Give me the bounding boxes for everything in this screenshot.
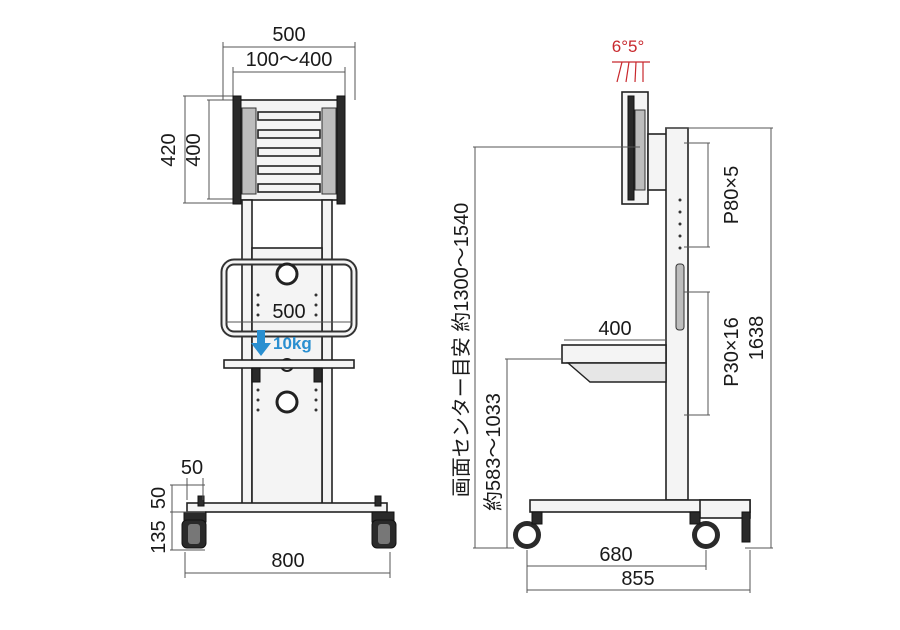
shelf-width-label: 500 — [272, 301, 305, 323]
load-label: 10kg — [273, 334, 312, 353]
mount-height-outer-label: 420 — [158, 133, 180, 166]
caster-side-lower-label: 135 — [148, 520, 170, 553]
left-caster — [181, 511, 207, 549]
right-caster — [371, 511, 397, 549]
shelf-depth-label: 400 — [598, 318, 631, 340]
screen-center-label: 画面センター目安 約1300～1540 — [450, 203, 473, 498]
mount-height-inner-label: 400 — [183, 133, 205, 166]
rear-caster — [689, 511, 720, 549]
overall-height-label: 1638 — [746, 316, 768, 361]
wheelbase-label: 680 — [599, 544, 632, 566]
front-view: 500 100～400 420 400 500 10kg 50 50 135 8… — [148, 24, 397, 578]
caster-top-label: 50 — [181, 457, 203, 479]
front-caster — [513, 511, 543, 549]
base-depth-label: 855 — [621, 568, 654, 590]
shelf-height-label: 約583～1033 — [482, 393, 505, 511]
pitch-top-label: P80×5 — [721, 166, 743, 224]
base-width-label: 800 — [271, 550, 304, 572]
caster-side-upper-label: 50 — [148, 487, 170, 509]
mount-width-label: 500 — [272, 24, 305, 46]
pitch-column-label: P30×16 — [721, 317, 743, 387]
side-view: 6°5° — [450, 37, 773, 593]
tilt-label: 6°5° — [612, 37, 645, 56]
mount-range-label: 100～400 — [246, 49, 333, 71]
